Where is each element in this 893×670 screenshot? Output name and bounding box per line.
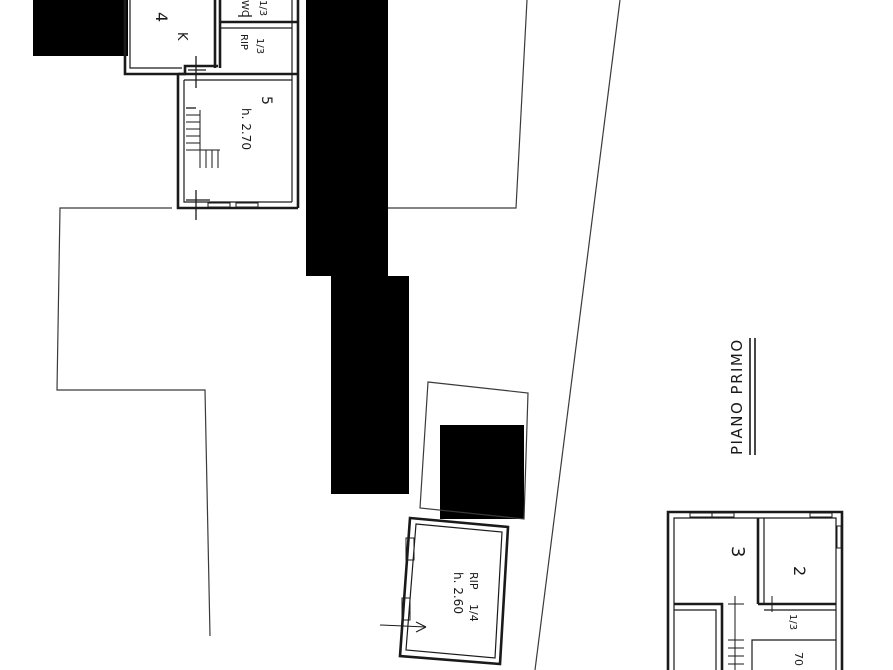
room-5-height: h. 2.70 (239, 108, 253, 150)
floor-title: PIANO PRIMO (728, 338, 746, 455)
room-bottom-fragment: 70 (792, 652, 805, 666)
room-4-number: 4 (152, 12, 171, 22)
room-annex-fraction: 1/4 (467, 604, 480, 622)
room-4-tag: K (174, 32, 189, 41)
building-annex (379, 516, 510, 666)
room-rip-small-fraction: 1/3 (254, 38, 265, 54)
room-5-number: 5 (258, 96, 274, 105)
building-wing-top (123, 0, 300, 220)
building-bottom-right (666, 510, 844, 670)
room-2-number: 2 (790, 566, 809, 576)
redaction-block-annex (440, 425, 524, 519)
room-corridor-fraction: 1/3 (787, 614, 798, 630)
redaction-block-top-left (33, 0, 128, 56)
room-wc-label: WC (239, 0, 250, 17)
floor-title-group: PIANO PRIMO (728, 338, 756, 455)
room-annex-label: RIP (467, 572, 480, 590)
room-rip-small-label: RIP (238, 34, 249, 50)
redaction-block-center-lower (331, 276, 409, 494)
room-3-number: 3 (727, 546, 748, 557)
property-outline (56, 0, 621, 670)
room-wc-fraction: 1/3 (257, 0, 268, 16)
room-annex-height: h. 2.60 (451, 572, 465, 614)
redaction-block-center-upper (306, 0, 388, 276)
